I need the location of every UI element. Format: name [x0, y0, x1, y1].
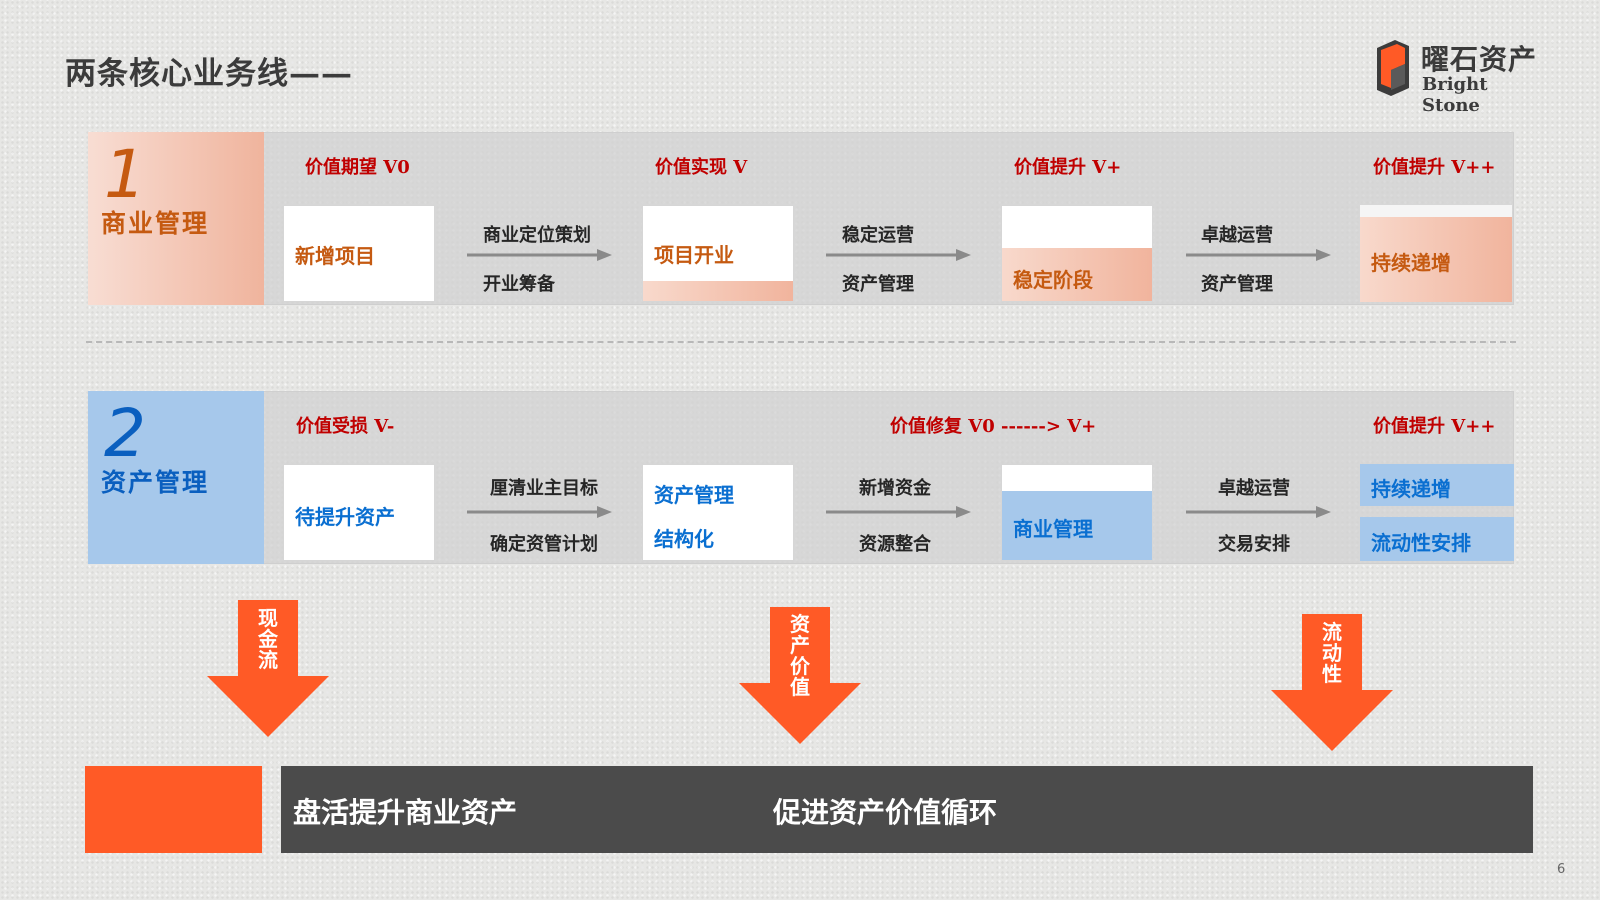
right-arrow-icon	[826, 249, 971, 261]
stage-label: 价值提升 V++	[1373, 416, 1496, 437]
stage-box: 待提升资产	[283, 464, 435, 561]
stage-box: 稳定阶段	[1001, 205, 1153, 302]
stage-box: 持续递增	[1360, 464, 1514, 506]
down-arrow-icon	[207, 600, 329, 737]
arrow-label-top: 新增资金	[859, 478, 931, 499]
right-arrow-icon	[467, 506, 612, 518]
logo-text-cn: 曜石资产	[1421, 43, 1538, 76]
arrow-label-bottom: 资产管理	[842, 274, 914, 295]
arrow-label-top: 卓越运营	[1218, 478, 1290, 499]
arrow-label-top: 卓越运营	[1201, 225, 1273, 246]
stage-box: 流动性安排	[1360, 517, 1514, 561]
page-title: 两条核心业务线——	[65, 56, 353, 92]
brand-logo: 曜石资产 Bright Stone	[1373, 38, 1543, 116]
stage-box: 新增项目	[283, 205, 435, 302]
bottom-summary-bar	[281, 766, 1533, 853]
down-arrow-label: 现金流	[258, 606, 278, 672]
progress-fill	[1002, 248, 1152, 301]
right-arrow-icon	[826, 506, 971, 518]
progress-fill	[1360, 217, 1512, 302]
stage-label: 价值实现 V	[655, 157, 748, 178]
down-arrow-icon	[1271, 614, 1393, 751]
arrow-label-top: 厘清业主目标	[490, 478, 598, 499]
arrow-label-top: 稳定运营	[842, 225, 914, 246]
logo-text-en: Bright Stone	[1422, 74, 1488, 116]
stage-box: 商业管理	[1001, 464, 1153, 561]
logo-mark-icon	[1377, 40, 1409, 96]
stage-box-label: 项目开业	[654, 243, 734, 267]
line-label: 商业管理	[101, 209, 210, 238]
stage-box-label: 持续递增	[1371, 251, 1451, 275]
business-line-2-header: 2 资产管理	[88, 391, 264, 564]
stage-box-label: 商业管理	[1013, 517, 1093, 541]
progress-fill	[1002, 491, 1152, 560]
right-arrow-icon	[467, 249, 612, 261]
stage-label: 价值提升 V++	[1373, 157, 1496, 178]
line-number: 1	[104, 136, 146, 213]
right-arrow-icon	[1186, 506, 1331, 518]
page-number: 6	[1557, 862, 1566, 877]
stage-box: 项目开业	[642, 205, 794, 302]
stage-box-label: 新增项目	[295, 244, 375, 268]
right-arrow-icon	[1186, 249, 1331, 261]
arrow-label-bottom: 资产管理	[1201, 274, 1273, 295]
stage-label: 价值期望 V0	[305, 157, 410, 178]
summary-text-right: 促进资产价值循环	[773, 796, 998, 829]
stage-box: 资产管理 结构化	[642, 464, 794, 561]
stage-box-label: 待提升资产	[295, 505, 395, 529]
arrow-label-bottom: 确定资管计划	[490, 534, 598, 555]
line-label: 资产管理	[101, 468, 210, 497]
stage-label: 价值修复 V0 ------> V+	[890, 416, 1097, 437]
summary-text-left: 盘活提升商业资产	[293, 796, 518, 829]
business-line-1-header: 1 商业管理	[88, 132, 264, 305]
arrow-label-bottom: 开业筹备	[483, 274, 555, 295]
stage-box-label: 持续递增	[1371, 477, 1451, 501]
stage-box-label: 流动性安排	[1371, 531, 1471, 555]
stage-label: 价值提升 V+	[1014, 157, 1122, 178]
stage-label: 价值受损 V-	[296, 416, 395, 437]
stage-box-label: 结构化	[654, 527, 714, 551]
stage-box: 持续递增	[1360, 205, 1512, 302]
stage-box-label: 稳定阶段	[1013, 268, 1093, 292]
progress-fill	[643, 281, 793, 301]
arrow-label-bottom: 交易安排	[1218, 534, 1290, 555]
stage-box-label: 资产管理	[654, 483, 734, 507]
bottom-accent-block	[85, 766, 262, 853]
line-number: 2	[104, 395, 146, 472]
arrow-label-top: 商业定位策划	[483, 225, 591, 246]
down-arrow-label: 流动性	[1322, 620, 1342, 686]
arrow-label-bottom: 资源整合	[859, 534, 931, 555]
down-arrow-label: 资产价值	[790, 612, 810, 699]
down-arrow-icon	[739, 607, 861, 744]
section-divider	[86, 341, 1516, 343]
